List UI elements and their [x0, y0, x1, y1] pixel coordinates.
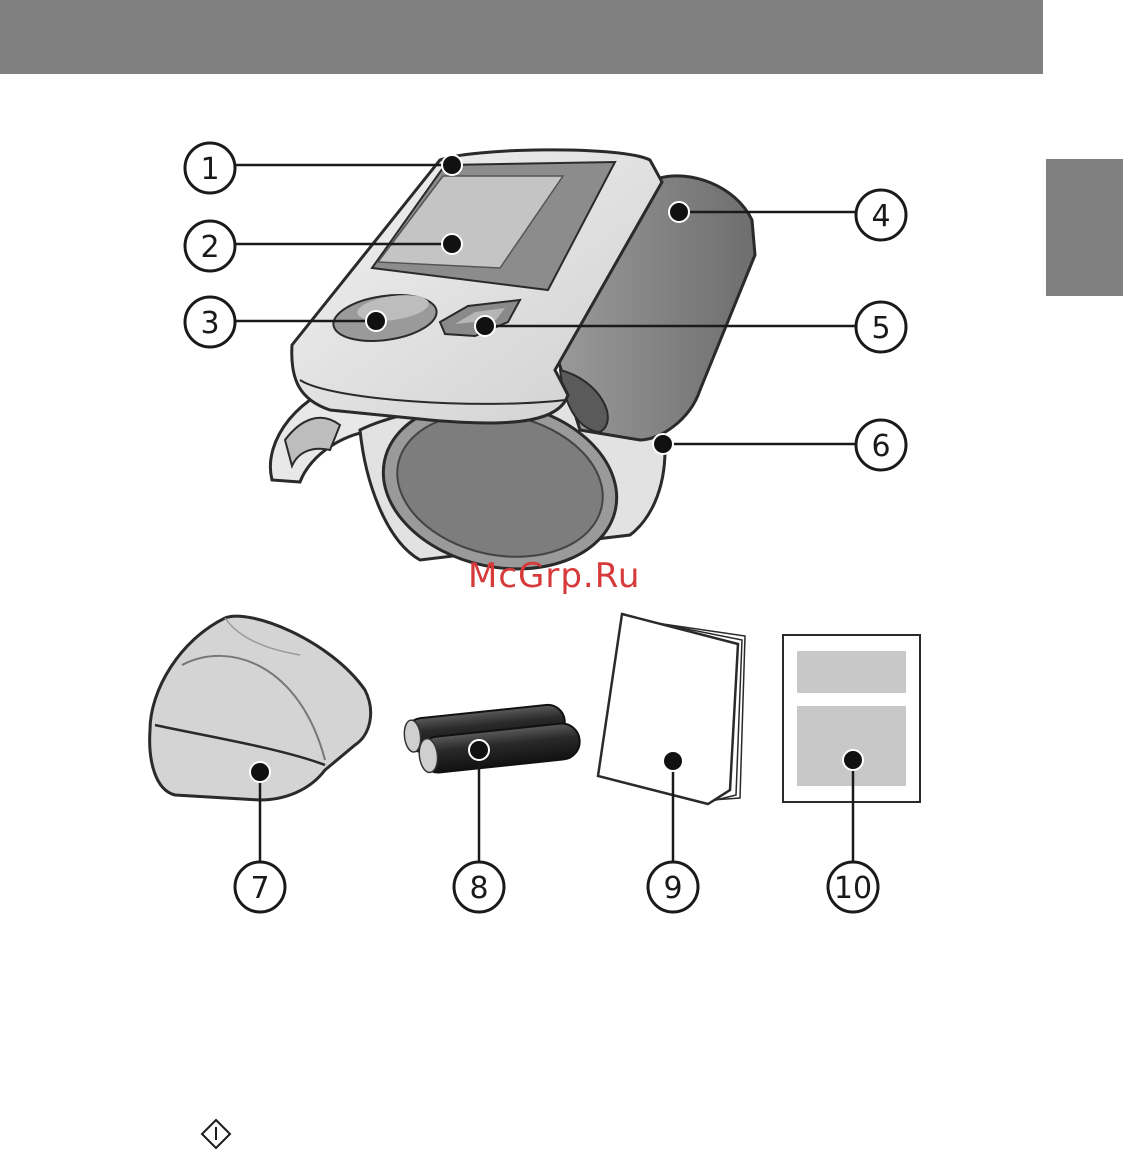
- callout-8: 8: [454, 862, 504, 912]
- watermark-text: McGrp.Ru: [468, 556, 640, 596]
- instruction-booklet: [598, 614, 745, 804]
- batteries: [403, 703, 582, 774]
- callout-label-9: 9: [663, 871, 682, 906]
- callout-label-4: 4: [871, 199, 890, 234]
- callout-1: 1: [185, 143, 235, 193]
- callout-label-5: 5: [871, 311, 890, 346]
- callout-9: 9: [648, 862, 698, 912]
- callout-2: 2: [185, 221, 235, 271]
- callout-3: 3: [185, 297, 235, 347]
- guarantee-card: [783, 635, 920, 802]
- power-diamond-icon: [202, 1120, 230, 1148]
- callout-10: 10: [828, 862, 878, 912]
- callout-label-2: 2: [200, 230, 219, 265]
- callout-label-7: 7: [250, 871, 269, 906]
- callout-4: 4: [856, 190, 906, 240]
- callout-7: 7: [235, 862, 285, 912]
- callout-label-8: 8: [469, 871, 488, 906]
- callout-6: 6: [856, 420, 906, 470]
- callout-label-10: 10: [834, 871, 872, 906]
- callout-label-6: 6: [871, 429, 890, 464]
- callout-5: 5: [856, 302, 906, 352]
- callout-label-1: 1: [200, 152, 219, 187]
- callout-label-3: 3: [200, 306, 219, 341]
